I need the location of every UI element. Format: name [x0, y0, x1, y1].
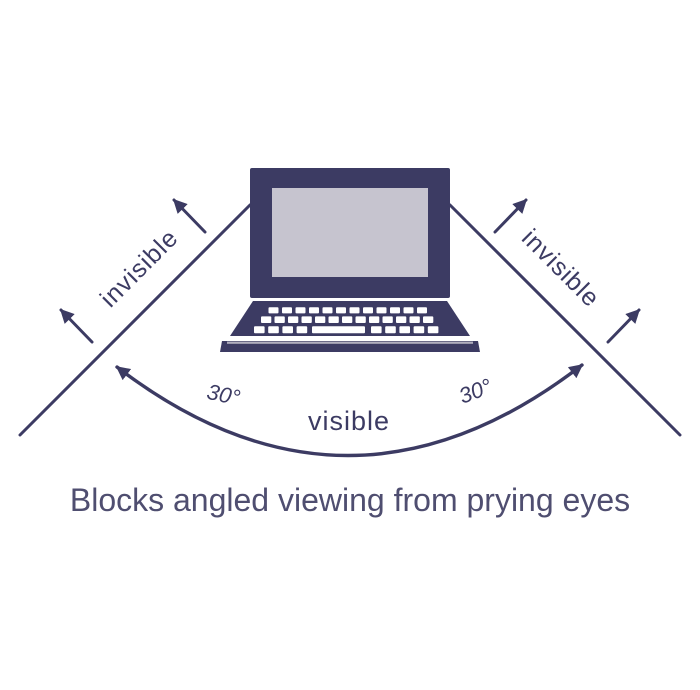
keyboard-key — [295, 307, 306, 314]
laptop-base-highlight — [227, 341, 473, 344]
keyboard-key — [309, 307, 319, 314]
keyboard-key — [396, 316, 407, 323]
keyboard-key — [336, 307, 346, 314]
keyboard-key — [328, 316, 339, 323]
keyboard-spacebar-key — [312, 326, 365, 334]
keyboard-key — [413, 326, 425, 334]
keyboard-key — [349, 307, 360, 314]
keyboard-key — [385, 326, 396, 334]
left-lower-blocked-arrow-icon — [59, 308, 94, 344]
angle-label-left: 30° — [205, 379, 243, 410]
left-boundary-line — [18, 203, 252, 437]
keyboard-key — [355, 316, 366, 323]
keyboard-key — [301, 316, 312, 323]
keyboard-key — [274, 316, 285, 323]
laptop-screen — [272, 188, 428, 277]
left-upper-blocked-arrow-icon — [172, 198, 207, 234]
keyboard-key — [315, 316, 326, 323]
keyboard-key — [296, 326, 308, 334]
angle-label-right: 30° — [455, 373, 495, 408]
laptop-keyboard-keys — [254, 307, 439, 334]
keyboard-key — [371, 326, 382, 334]
keyboard-key — [390, 307, 400, 314]
keyboard-key — [376, 307, 387, 314]
keyboard-key — [399, 326, 410, 334]
keyboard-key — [363, 307, 373, 314]
keyboard-key — [427, 326, 439, 334]
keyboard-key — [403, 307, 414, 314]
keyboard-key — [254, 326, 265, 334]
visible-label: visible — [308, 406, 390, 436]
keyboard-key — [382, 316, 393, 323]
keyboard-key — [409, 316, 420, 323]
keyboard-key — [282, 307, 292, 314]
viewing-angle-arc — [115, 363, 584, 458]
keyboard-key — [261, 316, 272, 323]
keyboard-key — [282, 326, 293, 334]
keyboard-key — [369, 316, 380, 323]
invisible-label-left: invisible — [95, 224, 184, 313]
keyboard-key — [288, 316, 299, 323]
invisible-label-right: invisible — [516, 224, 605, 313]
right-boundary-line — [448, 203, 682, 437]
keyboard-key — [268, 307, 279, 314]
diagram-caption: Blocks angled viewing from prying eyes — [69, 482, 631, 518]
keyboard-key — [342, 316, 353, 323]
right-upper-blocked-arrow-icon — [493, 198, 528, 234]
keyboard-key — [268, 326, 279, 334]
right-lower-blocked-arrow-icon — [606, 308, 641, 344]
keyboard-key — [423, 316, 434, 323]
keyboard-key — [417, 307, 427, 314]
laptop-illustration — [220, 168, 480, 352]
keyboard-key — [322, 307, 333, 314]
